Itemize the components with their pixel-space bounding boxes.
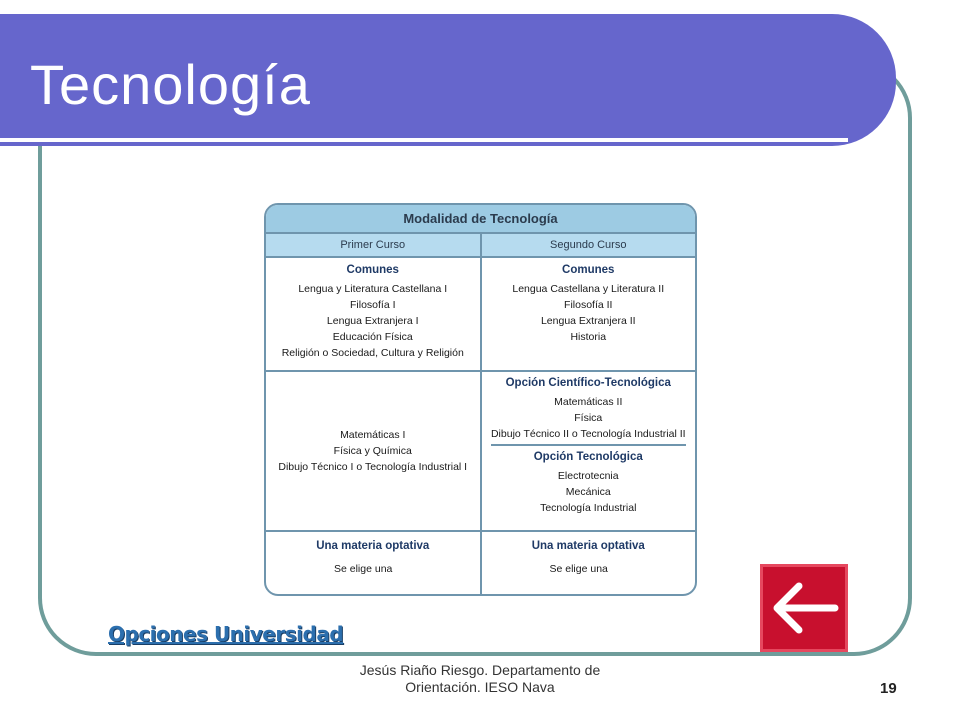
option-technological: Opción Tecnológica Electrotecnia Mecánic… — [534, 446, 643, 530]
footer-institution: Orientación. IESO Nava — [405, 679, 555, 695]
subject-item: Religión o Sociedad, Cultura y Religión — [281, 347, 464, 359]
subject-item: Lengua Extranjera I — [326, 315, 419, 327]
cell-header: Opción Científico-Tecnológica — [505, 377, 671, 389]
cell-header: Una materia optativa — [316, 540, 430, 552]
footer-author: Jesús Riaño Riesgo. Departamento de — [359, 662, 601, 678]
modality-table: Modalidad de Tecnología Primer Curso Seg… — [264, 203, 697, 596]
title-bar: Tecnología — [0, 14, 896, 146]
elective-note: Se elige una — [334, 563, 393, 575]
cell-header: Comunes — [562, 264, 615, 276]
subject-item: Historia — [570, 331, 607, 343]
column-header-first-year: Primer Curso — [266, 234, 482, 256]
cell-first-year-modality: Matemáticas I Física y Química Dibujo Té… — [266, 372, 482, 530]
cell-second-year-elective: Una materia optativa Se elige una — [482, 532, 696, 594]
subject-item: Matemáticas II — [554, 396, 623, 408]
page-number: 19 — [880, 680, 897, 697]
subject-item: Filosofía I — [349, 299, 396, 311]
title-divider — [0, 138, 848, 142]
subject-item: Dibujo Técnico I o Tecnología Industrial… — [278, 461, 468, 473]
cell-header: Una materia optativa — [531, 540, 645, 552]
table-row-common: Comunes Lengua y Literatura Castellana I… — [266, 258, 695, 372]
subject-item: Mecánica — [565, 486, 611, 498]
subject-item: Matemáticas I — [340, 429, 406, 441]
opciones-universidad-link[interactable]: Opciones Universidad — [108, 622, 344, 646]
table-row-elective: Una materia optativa Se elige una Una ma… — [266, 532, 696, 594]
cell-first-year-common: Comunes Lengua y Literatura Castellana I… — [266, 258, 482, 370]
left-arrow-icon — [773, 582, 839, 634]
subject-item: Física — [574, 412, 603, 424]
table-column-headers: Primer Curso Segundo Curso — [266, 234, 695, 258]
subject-item: Educación Física — [332, 331, 413, 343]
option-scientific-technological: Opción Científico-Tecnológica Matemática… — [490, 372, 686, 446]
slide-title: Tecnología — [30, 53, 311, 116]
subject-item: Lengua Castellana y Literatura II — [512, 283, 665, 295]
cell-header: Comunes — [346, 264, 399, 276]
cell-second-year-options: Opción Científico-Tecnológica Matemática… — [482, 372, 696, 530]
cell-first-year-elective: Una materia optativa Se elige una — [266, 532, 482, 594]
table-title: Modalidad de Tecnología — [266, 205, 695, 234]
subject-item: Física y Química — [333, 445, 412, 457]
table-row-modality: Matemáticas I Física y Química Dibujo Té… — [266, 372, 695, 532]
elective-note: Se elige una — [549, 563, 608, 575]
cell-second-year-common: Comunes Lengua Castellana y Literatura I… — [482, 258, 696, 370]
subject-item: Lengua Extranjera II — [540, 315, 636, 327]
subject-item: Filosofía II — [564, 299, 613, 311]
back-button[interactable] — [760, 564, 848, 652]
subject-item: Dibujo Técnico II o Tecnología Industria… — [490, 428, 686, 440]
subject-item: Electrotecnia — [557, 470, 619, 482]
subject-item: Tecnología Industrial — [540, 502, 637, 514]
column-header-second-year: Segundo Curso — [550, 239, 627, 251]
slide-footer: Jesús Riaño Riesgo. Departamento de Orie… — [330, 662, 630, 696]
cell-header: Opción Tecnológica — [533, 451, 643, 463]
subject-item: Lengua y Literatura Castellana I — [298, 283, 448, 295]
